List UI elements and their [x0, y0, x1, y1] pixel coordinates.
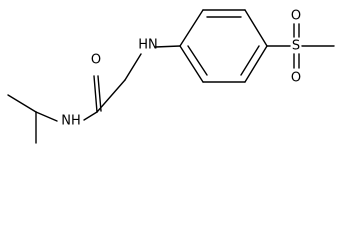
bond-isopropyl-to-amide-n	[35, 111, 58, 122]
bond-carbonyl-double-2	[97, 75, 102, 112]
bond-amine-to-ring	[154, 45, 181, 48]
atom-label-sulfonyl-oxygen-bottom: O	[291, 71, 301, 86]
atom-label-amine-nh: HN	[138, 38, 158, 53]
ring-bond-3	[244, 9, 268, 47]
ring-bond-1	[179, 9, 204, 47]
atom-label-sulfonyl-oxygen-top: O	[291, 9, 301, 24]
bond-carbonyl-double-1	[93, 75, 98, 113]
bond-carbonyl-to-methylene	[96, 79, 126, 113]
bond-amide-n-to-carbonyl	[83, 111, 98, 121]
atom-label-sulfur: S	[292, 39, 300, 54]
bond-methylene-to-amine	[124, 53, 142, 81]
atom-label-carbonyl-oxygen: O	[91, 53, 101, 68]
chemical-structure: O HN NH S O O	[7, 9, 335, 144]
ring-bond-4-inner	[240, 45, 260, 76]
atom-label-amide-nh: NH	[61, 114, 81, 129]
ring-bond-4	[244, 45, 268, 83]
ring-bond-6	[179, 45, 204, 83]
bond-methyl-left	[7, 94, 37, 113]
ring-bond-6-inner	[187, 45, 208, 76]
